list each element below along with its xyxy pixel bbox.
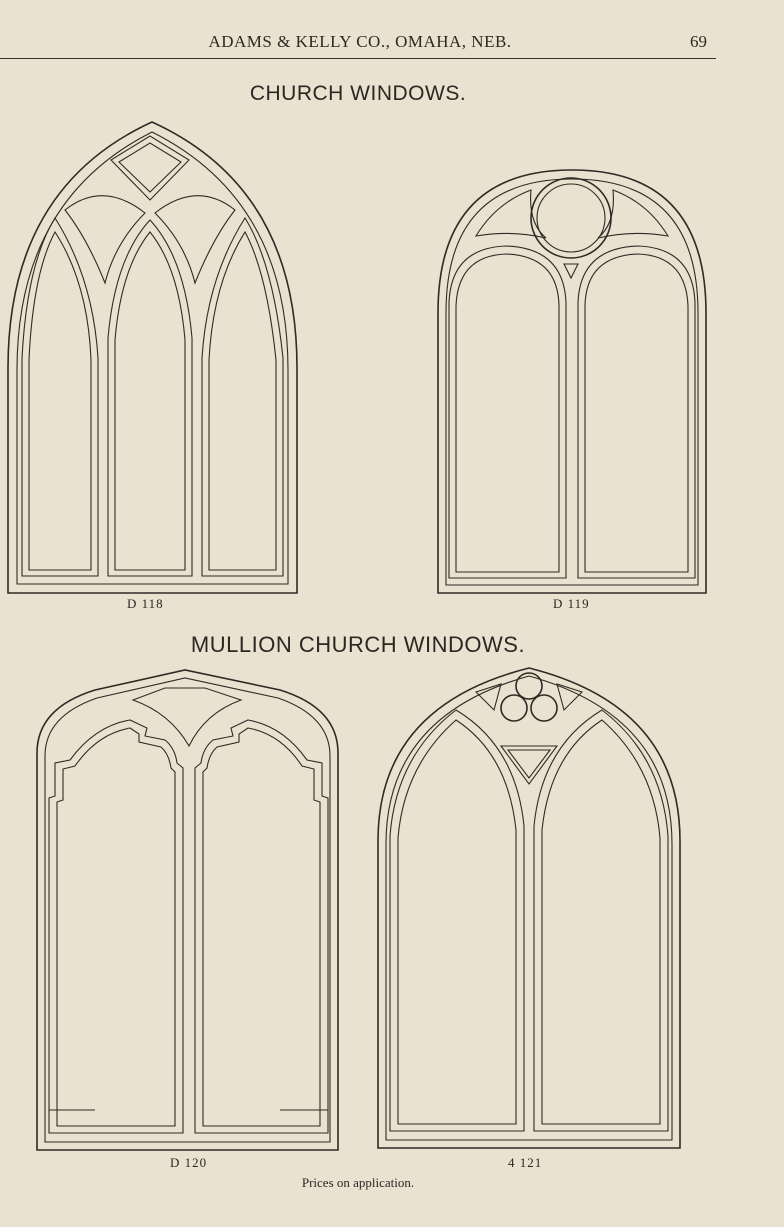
window-code-d120: D 120 — [170, 1155, 208, 1170]
gothic-three-light-window-icon — [7, 121, 298, 594]
window-code-d118: D 118 — [127, 596, 164, 611]
trefoil-gothic-window-icon — [377, 667, 681, 1149]
section-title-mullion-church-windows: MULLION CHURCH WINDOWS. — [190, 632, 526, 657]
page-number: 69 — [690, 32, 707, 51]
window-code-d119: D 119 — [553, 596, 590, 611]
footer-note: Prices on application. — [301, 1175, 415, 1190]
window-code-4121: 4 121 — [508, 1155, 543, 1170]
header-title: ADAMS & KELLY CO., OMAHA, NEB. — [208, 32, 512, 51]
round-arch-two-light-window-icon — [437, 169, 707, 594]
header-rule — [0, 30, 716, 59]
mullion-two-light-window-icon — [36, 669, 339, 1151]
section-title-church-windows: CHURCH WINDOWS. — [249, 82, 467, 105]
